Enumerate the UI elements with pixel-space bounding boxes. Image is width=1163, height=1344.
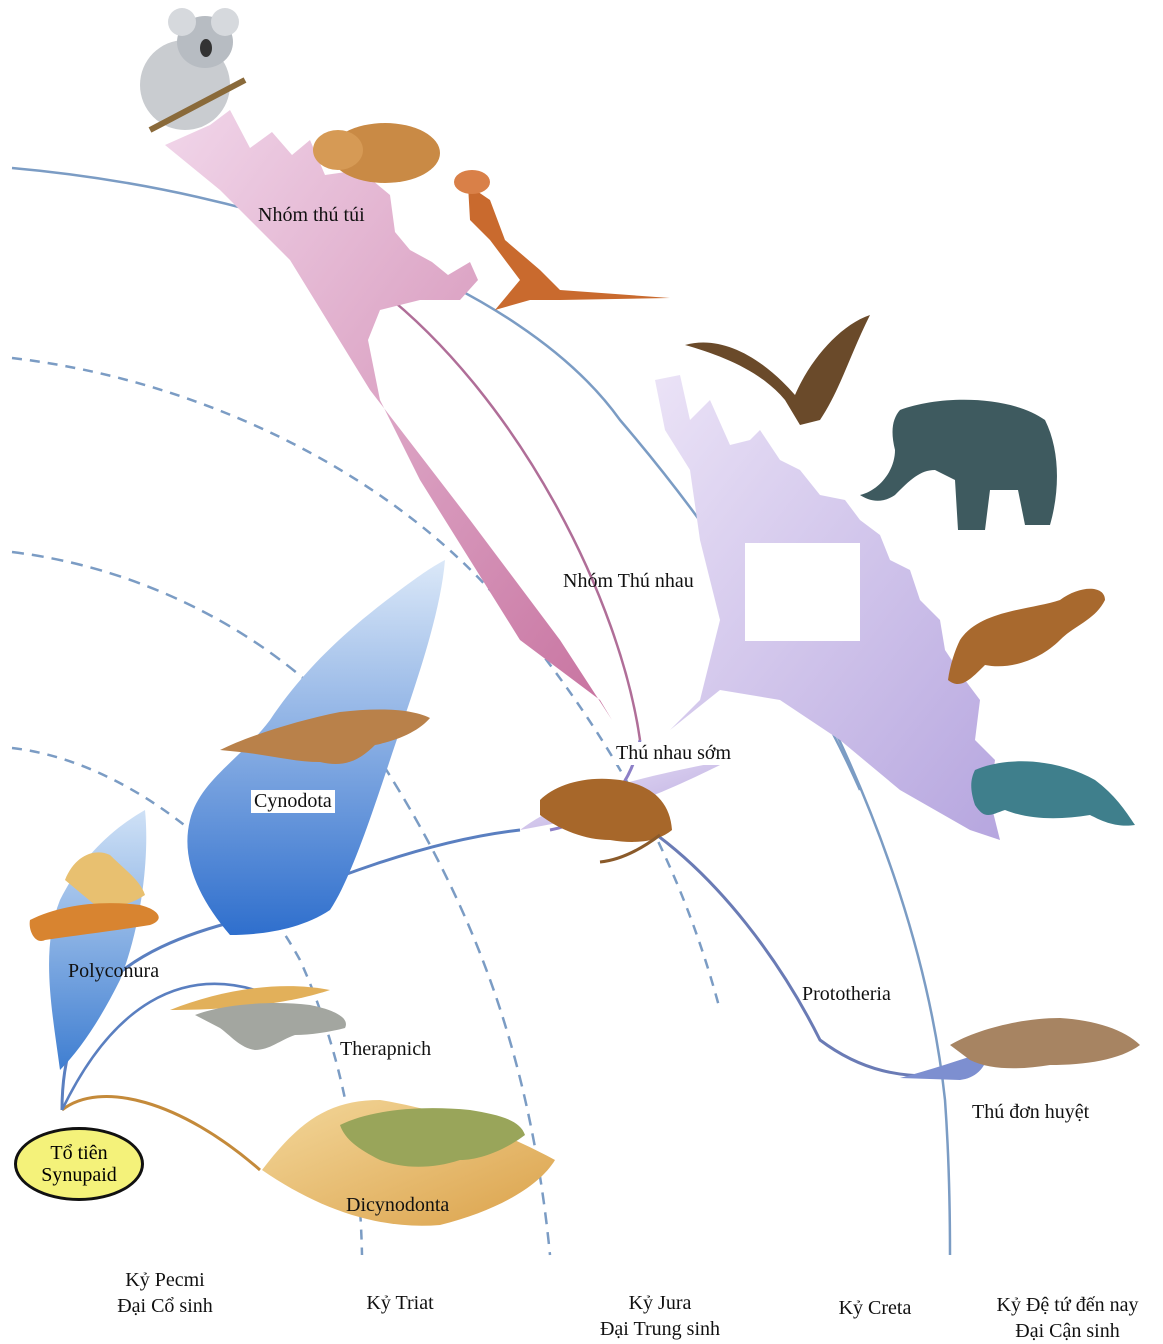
platypus-icon <box>950 1018 1140 1068</box>
period-permian-era: Đại Cổ sinh <box>95 1293 235 1319</box>
polyconura-fan <box>49 810 146 1070</box>
root-ancestor: Tổ tiên Synupaid <box>14 1127 144 1201</box>
clade-label-marsupials: Nhóm thú túi <box>258 204 365 227</box>
clade-label-polyconura: Polyconura <box>68 960 159 983</box>
period-triassic: Kỷ Triat <box>330 1290 470 1316</box>
clade-label-placentals: Nhóm Thú nhau <box>563 570 694 593</box>
period-triassic-name: Kỷ Triat <box>330 1290 470 1316</box>
root-ancestor-line1: Tổ tiên <box>50 1142 107 1164</box>
blank-label-box <box>745 543 860 641</box>
ferret-icon <box>948 589 1105 684</box>
period-quaternary-era: Đại Cận sinh <box>975 1318 1160 1344</box>
clade-label-prototheria: Prototheria <box>802 983 891 1006</box>
period-permian-name: Kỷ Pecmi <box>95 1267 235 1293</box>
root-ancestor-line2: Synupaid <box>41 1164 117 1186</box>
period-quaternary: Kỷ Đệ tứ đến nay Đại Cận sinh <box>975 1292 1160 1344</box>
period-cretaceous: Kỷ Creta <box>810 1295 940 1321</box>
clade-label-monotremes: Thú đơn huyệt <box>972 1101 1089 1124</box>
clade-label-therapsids: Therapnich <box>340 1038 431 1061</box>
period-jurassic-era: Đại Trung sinh <box>575 1316 745 1342</box>
clade-label-cynodonts: Cynodota <box>251 790 335 813</box>
manatee-icon <box>971 761 1135 825</box>
clade-label-dicynodonts: Dicynodonta <box>346 1194 449 1217</box>
period-quaternary-name: Kỷ Đệ tứ đến nay <box>975 1292 1160 1318</box>
therapsid-icon <box>195 1003 346 1050</box>
period-cretaceous-name: Kỷ Creta <box>810 1295 940 1321</box>
period-jurassic-name: Kỷ Jura <box>575 1290 745 1316</box>
period-permian: Kỷ Pecmi Đại Cổ sinh <box>95 1267 235 1319</box>
elephant-icon <box>860 400 1057 530</box>
period-jurassic: Kỷ Jura Đại Trung sinh <box>575 1290 745 1342</box>
clade-label-early-placentals: Thú nhau sớm <box>613 742 734 765</box>
kangaroo-icon <box>454 170 670 310</box>
